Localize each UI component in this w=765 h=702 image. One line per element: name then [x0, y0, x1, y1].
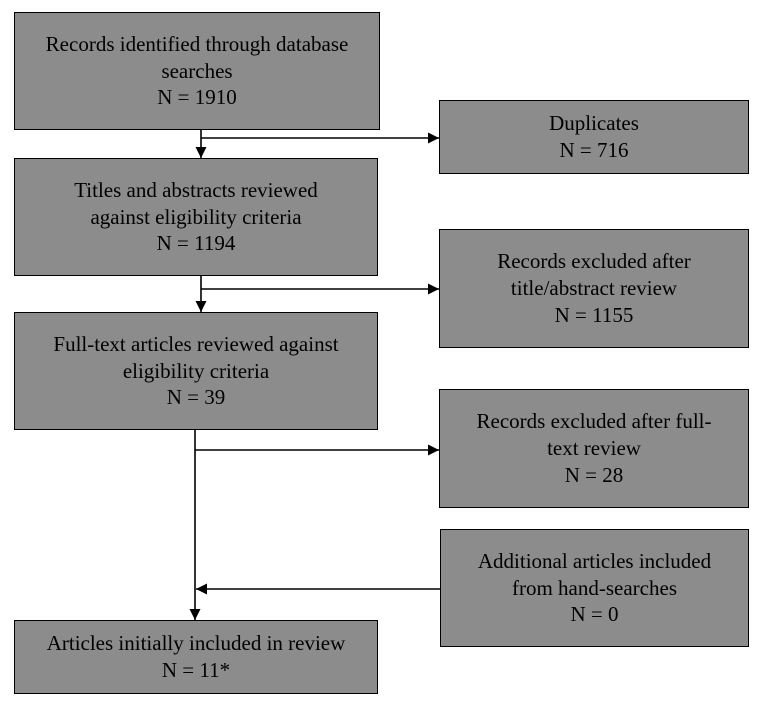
full-text-count: N = 39	[166, 385, 226, 410]
titles-abstracts-line-2: against eligibility criteria	[90, 204, 302, 229]
excluded-title-abstract-box: Records excluded after title/abstract re…	[439, 229, 749, 348]
records-identified-box: Records identified through database sear…	[14, 12, 380, 130]
titles-abstracts-box: Titles and abstracts reviewed against el…	[14, 158, 378, 276]
duplicates-label: Duplicates	[549, 111, 639, 136]
titles-abstracts-line-1: Titles and abstracts reviewed	[74, 177, 318, 202]
excluded-fulltext-count: N = 28	[564, 462, 624, 487]
records-identified-line-1: Records identified through database	[45, 31, 349, 56]
duplicates-count: N = 716	[559, 138, 629, 162]
excluded-title-count: N = 1155	[554, 302, 634, 327]
records-identified-count: N = 1910	[157, 85, 237, 110]
hand-searches-count: N = 0	[570, 602, 619, 627]
included-count: N = 11*	[161, 658, 231, 682]
hand-searches-box: Additional articles included from hand-s…	[440, 529, 749, 647]
duplicates-box: Duplicates N = 716	[439, 100, 749, 174]
excluded-title-line-1: Records excluded after	[497, 249, 691, 274]
included-label: Articles initially included in review	[46, 631, 346, 656]
included-articles-box: Articles initially included in review N …	[14, 620, 378, 694]
excluded-full-text-box: Records excluded after full- text review…	[439, 389, 749, 508]
full-text-box: Full-text articles reviewed against elig…	[14, 312, 378, 430]
records-identified-line-2: searches	[161, 58, 233, 83]
full-text-line-1: Full-text articles reviewed against	[53, 331, 339, 356]
excluded-title-line-2: title/abstract review	[510, 276, 678, 301]
excluded-fulltext-line-2: text review	[547, 436, 641, 461]
hand-searches-line-1: Additional articles included	[477, 548, 712, 573]
hand-searches-line-2: from hand-searches	[511, 575, 677, 600]
full-text-line-2: eligibility criteria	[122, 358, 270, 383]
titles-abstracts-count: N = 1194	[156, 231, 236, 256]
excluded-fulltext-line-1: Records excluded after full-	[476, 409, 712, 434]
